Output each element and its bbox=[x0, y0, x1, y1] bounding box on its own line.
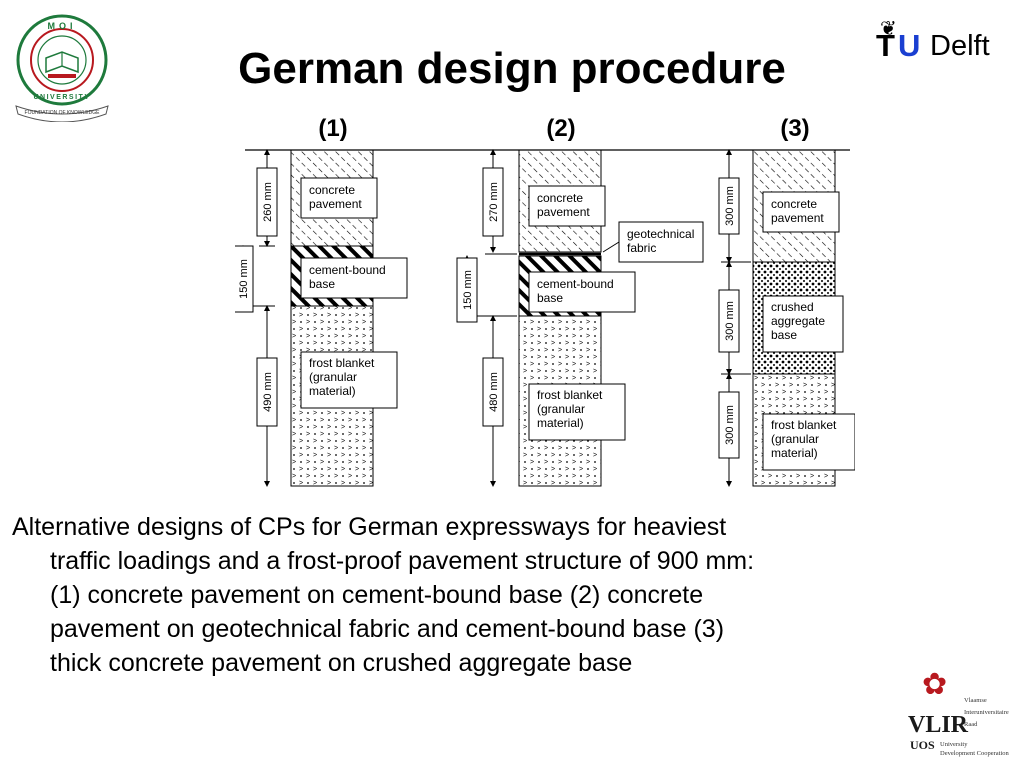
caption-line: (1) concrete pavement on cement-bound ba… bbox=[50, 581, 704, 609]
pavement-diagram: > > (1) (2) (3) concrete pavement cement… bbox=[235, 115, 855, 487]
moi-ring-side: UNIVERSITY bbox=[33, 94, 90, 101]
moi-university-logo: MOI UNIVERSITY FOUNDATION OF KNOWLEDGE bbox=[15, 14, 109, 122]
caption-line: pavement on geotechnical fabric and ceme… bbox=[50, 615, 725, 643]
column-3-label: (3) bbox=[780, 115, 809, 142]
label-frost-blanket: frost blanket bbox=[309, 356, 375, 370]
thickness-label: 260 mm bbox=[262, 182, 274, 222]
slide-caption: Alternative designs of CPs for German ex… bbox=[12, 510, 1012, 680]
slide-title: German design procedure bbox=[238, 44, 786, 93]
label-frost-blanket: (granular bbox=[771, 432, 819, 446]
flower-icon: ✿ bbox=[922, 668, 948, 701]
moi-ring-top: MOI bbox=[48, 21, 77, 31]
thickness-label: 300 mm bbox=[724, 301, 736, 341]
label-concrete: concrete bbox=[309, 183, 355, 197]
label-concrete: pavement bbox=[537, 205, 590, 219]
vlir-wordmark: VLIR bbox=[908, 712, 969, 738]
label-cement-bound: base bbox=[309, 277, 335, 291]
thickness-label: 480 mm bbox=[488, 372, 500, 412]
caption-line: thick concrete pavement on crushed aggre… bbox=[50, 649, 633, 677]
label-concrete: pavement bbox=[309, 197, 362, 211]
flame-icon: ❦ bbox=[880, 16, 897, 40]
caption-line: Alternative designs of CPs for German ex… bbox=[12, 513, 727, 541]
label-cement-bound: cement-bound bbox=[309, 263, 386, 277]
tu-delft-logo: ❦ T U Delft bbox=[874, 14, 1019, 63]
label-cement-bound: cement-bound bbox=[537, 277, 614, 291]
label-crushed-aggregate: crushed bbox=[771, 300, 814, 314]
thickness-label: 150 mm bbox=[238, 259, 250, 299]
vlir-text-1: Vlaamse bbox=[964, 697, 987, 704]
label-frost-blanket: material) bbox=[537, 416, 584, 430]
label-concrete: pavement bbox=[771, 211, 824, 225]
label-geotechnical-fabric: geotechnical bbox=[627, 227, 694, 241]
uos-wordmark: UOS bbox=[910, 738, 935, 752]
label-frost-blanket: frost blanket bbox=[537, 388, 603, 402]
thickness-label: 150 mm bbox=[462, 270, 474, 310]
vlir-uos-logo: ✿ VLIR UOS Vlaamse Interuniversitaire Ra… bbox=[900, 668, 1020, 764]
label-cement-bound: base bbox=[537, 291, 563, 305]
label-concrete: concrete bbox=[771, 197, 817, 211]
thickness-label: 300 mm bbox=[724, 186, 736, 226]
label-geotechnical-fabric: fabric bbox=[627, 241, 656, 255]
column-3: concrete pavement crushed aggregate base… bbox=[718, 149, 855, 487]
column-2-label: (2) bbox=[546, 115, 575, 142]
tu-letter-t: T bbox=[876, 28, 895, 63]
vlir-text-2: Interuniversitaire bbox=[964, 709, 1009, 716]
vlir-text-5: Development Cooperation bbox=[940, 750, 1009, 757]
label-frost-blanket: (granular bbox=[537, 402, 585, 416]
label-concrete: concrete bbox=[537, 191, 583, 205]
label-frost-blanket: material) bbox=[771, 446, 818, 460]
vlir-text-4: University bbox=[940, 741, 968, 748]
thickness-label: 300 mm bbox=[724, 405, 736, 445]
vlir-text-3: Raad bbox=[964, 721, 978, 728]
label-frost-blanket: frost blanket bbox=[771, 418, 837, 432]
label-frost-blanket: material) bbox=[309, 384, 356, 398]
caption-line: traffic loadings and a frost-proof pavem… bbox=[50, 547, 755, 575]
label-frost-blanket: (granular bbox=[309, 370, 357, 384]
moi-banner-text: FOUNDATION OF KNOWLEDGE bbox=[25, 110, 101, 116]
label-crushed-aggregate: aggregate bbox=[771, 314, 825, 328]
label-crushed-aggregate: base bbox=[771, 328, 797, 342]
thickness-label: 270 mm bbox=[488, 182, 500, 222]
tu-letter-u: U bbox=[898, 28, 921, 63]
column-1: concrete pavement cement-bound base fros… bbox=[235, 149, 408, 487]
column-1-label: (1) bbox=[318, 115, 347, 142]
thickness-label: 490 mm bbox=[262, 372, 274, 412]
tu-delft-word: Delft bbox=[930, 30, 990, 62]
column-2: concrete pavement geotechnical fabric ce… bbox=[456, 149, 704, 487]
